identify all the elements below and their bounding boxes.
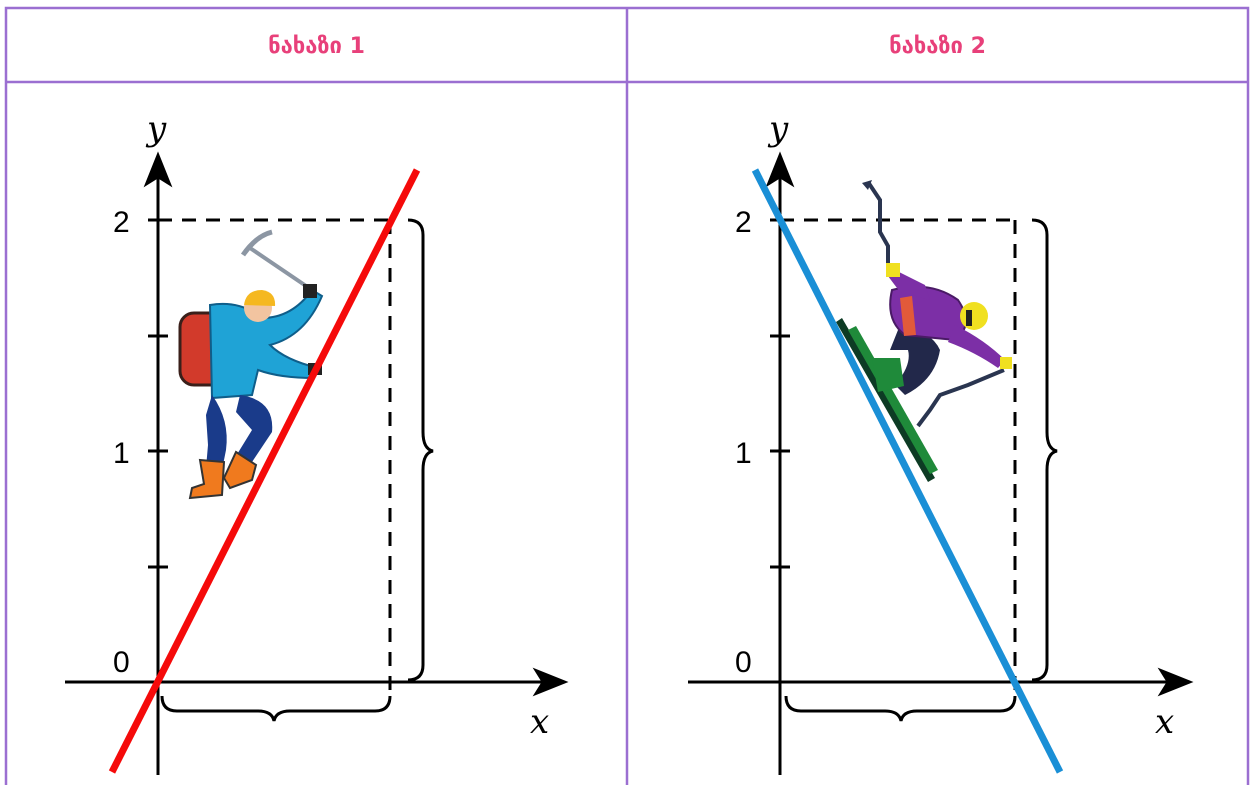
panel-1-graph: 2 1 0 y x bbox=[65, 109, 565, 775]
vertical-brace bbox=[408, 220, 433, 680]
skier-icon bbox=[836, 180, 1012, 482]
tick-label-2: 2 bbox=[735, 206, 752, 239]
x-axis-label: x bbox=[1155, 702, 1174, 742]
tick-label-0: 0 bbox=[113, 646, 130, 679]
tick-label-1: 1 bbox=[113, 437, 130, 470]
horizontal-brace bbox=[162, 696, 390, 721]
panel-2-graph: 2 1 0 y x bbox=[688, 109, 1190, 775]
horizontal-brace bbox=[786, 696, 1015, 721]
tick-label-0: 0 bbox=[735, 646, 752, 679]
vertical-brace bbox=[1032, 220, 1057, 680]
ice-climber-icon bbox=[180, 232, 322, 498]
tick-label-1: 1 bbox=[735, 437, 752, 470]
tick-label-2: 2 bbox=[113, 206, 130, 239]
y-axis-label: y bbox=[767, 109, 789, 149]
x-axis-label: x bbox=[530, 702, 549, 742]
y-axis-label: y bbox=[145, 109, 167, 149]
